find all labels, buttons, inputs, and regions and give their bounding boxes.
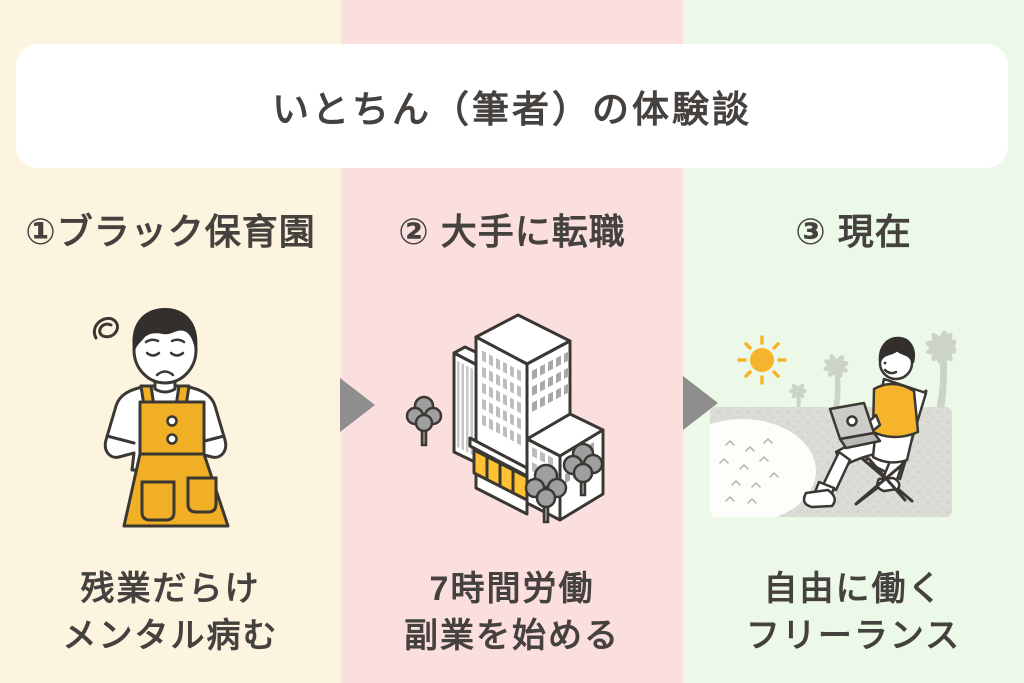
step3-heading: ③ 現在 (795, 211, 912, 252)
eyebrows (144, 338, 186, 344)
yellow-apron (122, 384, 230, 528)
smile (883, 368, 898, 375)
office-building-illustration (405, 313, 605, 524)
palm-tree-icon (823, 354, 849, 409)
tree-icon (405, 395, 443, 447)
caption-line: 7時間労働 (429, 570, 595, 608)
page-title: いとちん（筆者）の体験談 (272, 89, 752, 130)
ripple-marks (719, 437, 779, 504)
caption-line: メンタル病む (62, 617, 279, 655)
tree-icon (524, 463, 568, 524)
hair (132, 308, 198, 351)
tower-windows-left (482, 350, 521, 446)
tower-windows-right (532, 351, 569, 412)
stressed-nursery-teacher-illustration (92, 308, 230, 528)
slab-louvers (457, 360, 473, 456)
step1-caption: 残業だらけ メンタル病む (0, 566, 341, 660)
beach-freelancer-illustration (710, 330, 956, 517)
apron-pocket-left (140, 480, 176, 522)
arrow-right-icon (340, 378, 375, 432)
lagoon (710, 419, 816, 517)
caption-line: 副業を始める (404, 617, 620, 655)
storefront-dividers (485, 456, 515, 493)
chair-front-legs (856, 457, 907, 504)
caption-line: フリーランス (745, 617, 962, 655)
step3-caption: 自由に働く フリーランス (683, 566, 1024, 660)
caption-line: 自由に働く (763, 570, 944, 608)
dizzy-scribble-icon (92, 316, 119, 340)
laptop-icon (828, 401, 882, 450)
palm-tree-icon (925, 330, 956, 411)
eye (883, 361, 887, 365)
sun-icon (737, 335, 787, 385)
apron-pocket-right (186, 476, 218, 514)
frown-mouth (155, 370, 175, 377)
caption-line: 残業だらけ (80, 570, 261, 608)
tree-icon (562, 442, 604, 497)
step2-caption: 7時間労働 副業を始める (341, 566, 683, 660)
closed-eyes (145, 351, 185, 357)
step1-heading: ①ブラック保育園 (25, 211, 316, 252)
palm-tree-icon (789, 383, 807, 409)
step2-heading: ② 大手に転職 (398, 211, 626, 252)
title-banner: いとちん（筆者）の体験談 (16, 44, 1008, 168)
